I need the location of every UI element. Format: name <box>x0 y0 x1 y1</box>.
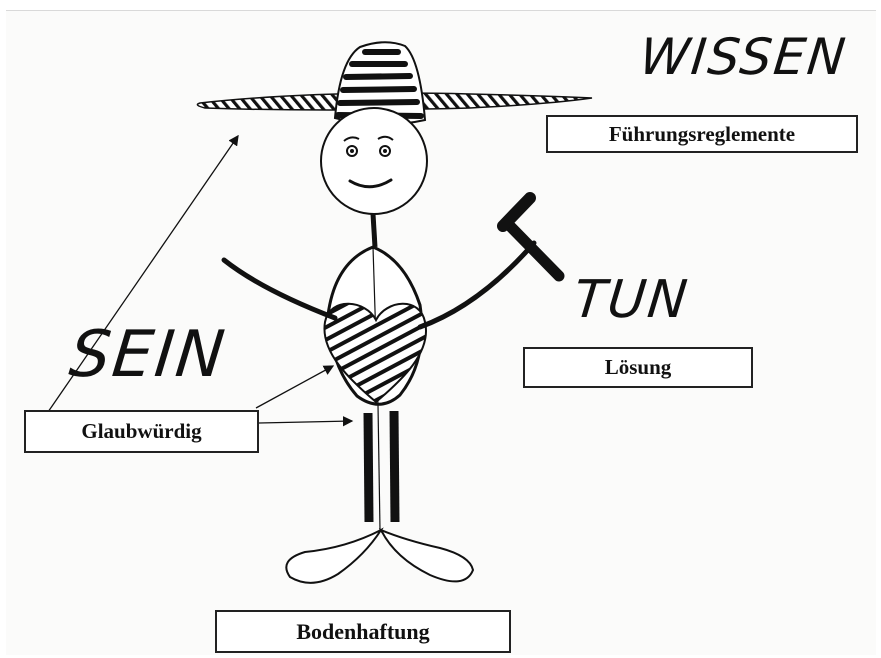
head <box>321 108 427 214</box>
left-foot <box>286 530 381 583</box>
label-bodenhaftung: Bodenhaftung <box>215 610 511 653</box>
word-sein: SEIN <box>66 318 230 392</box>
label-fuehrungsreglemente: Führungsreglemente <box>546 115 858 153</box>
center-line-lower <box>378 405 380 530</box>
neck <box>373 214 375 247</box>
right-foot <box>381 530 473 581</box>
arrow-to-heart <box>256 366 333 408</box>
left-arm <box>224 260 335 318</box>
word-tun: TUN <box>571 270 692 330</box>
arrow-to-legs <box>259 421 352 423</box>
label-loesung: Lösung <box>523 347 753 388</box>
label-glaubwuerdig-text: Glaubwürdig <box>81 419 201 444</box>
label-bodenhaftung-text: Bodenhaftung <box>296 619 429 645</box>
right-arm <box>420 243 534 327</box>
heart <box>324 304 426 402</box>
left-leg <box>368 413 369 522</box>
label-fuehrungsreglemente-text: Führungsreglemente <box>609 122 795 147</box>
right-leg <box>394 411 395 522</box>
label-glaubwuerdig: Glaubwürdig <box>24 410 259 453</box>
word-wissen: WISSEN <box>637 28 850 86</box>
label-loesung-text: Lösung <box>605 355 672 380</box>
